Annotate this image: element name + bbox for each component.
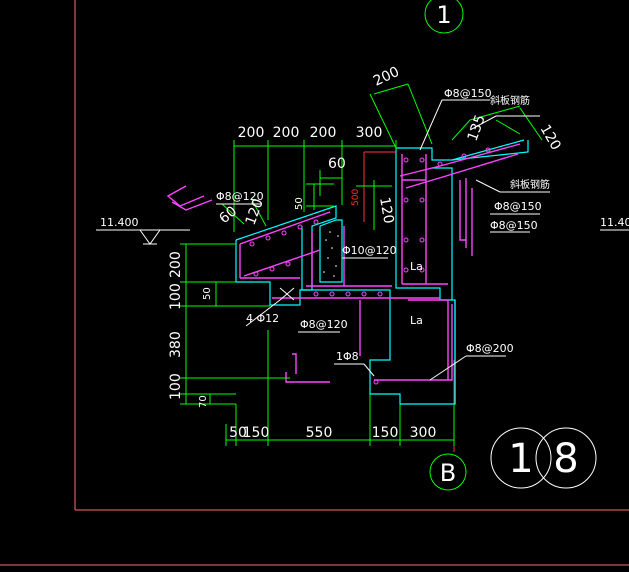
dim-bot-300: 300 [410, 425, 437, 441]
dim-500: 500 [351, 189, 361, 206]
dim-60: 60 [328, 156, 346, 172]
cross-marker [279, 287, 295, 301]
note-la-1: La [410, 260, 423, 273]
note-rebar-top-1: Φ8@150 [444, 87, 492, 100]
note-8-120: Φ8@120 [300, 318, 348, 331]
rebar-lines [166, 143, 521, 383]
note-1phi8: 1Φ8 [336, 350, 359, 363]
dim-bot-550: 550 [306, 425, 333, 441]
red-dimension [363, 151, 396, 222]
elevation-marker-left [96, 229, 190, 245]
note-la-2: La [410, 314, 423, 327]
detail-num-8: 8 [553, 436, 578, 482]
dim-bot-150: 150 [243, 425, 270, 441]
dim-120: 120 [376, 196, 396, 225]
dim-left-100b: 100 [168, 373, 184, 400]
axis-b-label: B [440, 459, 456, 487]
dim-left-50: 50 [202, 287, 213, 300]
dim-top-slant: 200 [371, 64, 402, 90]
concrete-hatch [323, 231, 339, 277]
note-rebar-mid-1: 斜板钢筋 [510, 178, 550, 191]
dim-left-200: 200 [168, 251, 184, 278]
dim-top-3: 200 [310, 125, 337, 141]
rebar-dots [249, 147, 491, 385]
leader-lines [216, 99, 550, 381]
detail-num-1: 1 [508, 436, 533, 482]
dim-135: 135 [465, 113, 489, 144]
note-rebar-top-2: 斜板钢筋 [490, 94, 530, 107]
note-rebar-mid-2: Φ8@150 [494, 200, 542, 213]
elevation-right: 11.400 [600, 216, 629, 229]
dim-top-4: 300 [356, 125, 383, 141]
dim-left-70: 70 [198, 395, 209, 408]
dim-bot-150b: 150 [372, 425, 399, 441]
elevation-left: 11.400 [100, 216, 139, 229]
dim-bot-50: 50 [229, 425, 247, 441]
detail-number [490, 427, 597, 489]
axis-1-label: 1 [436, 1, 451, 29]
dim-left-380: 380 [168, 331, 184, 358]
note-4phi12: 4 Φ12 [246, 312, 279, 325]
dim-left-100: 100 [168, 283, 184, 310]
axis-bubble-1: 1 [424, 0, 464, 34]
rebar-notes: Φ8@150 斜板钢筋 斜板钢筋 Φ8@150 Φ8@150 Φ8@120 Φ1… [216, 87, 550, 363]
dim-60-left: 60 [216, 203, 240, 227]
note-rebar-10: Φ10@120 [342, 244, 397, 257]
concrete-outline [235, 139, 529, 405]
note-rebar-left: Φ8@120 [216, 190, 264, 203]
note-rebar-mid-3: Φ8@150 [490, 219, 538, 232]
dim-50: 50 [294, 197, 305, 210]
dimension-lines [180, 83, 543, 446]
dim-top-2: 200 [273, 125, 300, 141]
note-8-200: Φ8@200 [466, 342, 514, 355]
dim-top-1: 200 [238, 125, 265, 141]
